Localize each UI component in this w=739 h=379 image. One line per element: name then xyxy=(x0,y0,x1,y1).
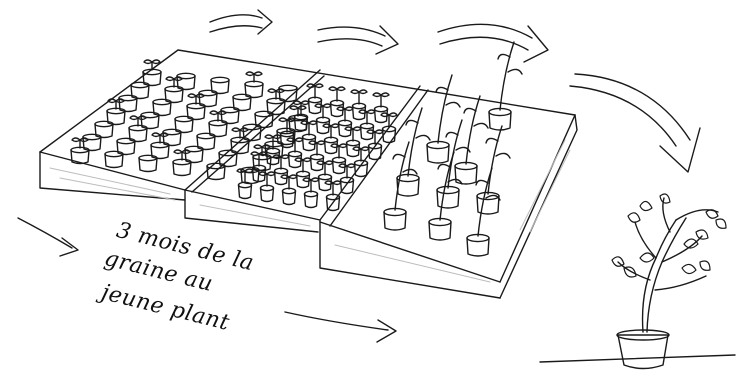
sprout-pot xyxy=(351,90,367,120)
seedling-pot xyxy=(129,116,147,142)
curved-arrow-icon xyxy=(318,26,398,54)
sprout-pot xyxy=(329,87,345,117)
young-plant-pot xyxy=(427,75,460,163)
seedling-pot xyxy=(267,89,285,115)
seedling-pot xyxy=(177,73,195,89)
young-plant-pot xyxy=(437,120,470,208)
seedling-pot xyxy=(279,85,297,101)
sprout-pot xyxy=(265,135,281,165)
seedling-pot xyxy=(245,72,263,98)
young-plant-pot xyxy=(397,108,430,196)
seedling-pot xyxy=(151,133,169,159)
sprout-pot xyxy=(301,121,317,151)
sprouting-tray xyxy=(237,84,397,211)
sprout-pot xyxy=(325,181,341,211)
sprout-pot xyxy=(359,110,375,140)
sprout-pot xyxy=(339,164,355,194)
seedling-pot xyxy=(71,138,89,164)
sprout-pot xyxy=(281,175,297,205)
sprout-pot xyxy=(373,93,389,123)
tree-leaves xyxy=(612,194,726,277)
sprout-pot xyxy=(237,169,253,199)
young-plant-pot xyxy=(384,142,417,230)
sprout-pot xyxy=(323,124,339,154)
sprout-pot xyxy=(307,84,323,114)
sprout-pot xyxy=(331,144,347,174)
seedling-pot xyxy=(107,99,125,125)
young-plant-pot xyxy=(477,126,510,214)
young-plant-pot xyxy=(455,96,488,184)
straight-arrow-icon xyxy=(18,218,78,256)
seedling-pot xyxy=(211,77,229,93)
sprout-pot xyxy=(337,107,353,137)
sprout-pot xyxy=(259,172,275,202)
young-plant-pot xyxy=(489,42,522,130)
young-plant-pot xyxy=(429,152,462,240)
sprout-pot xyxy=(287,138,303,168)
sprout-pot xyxy=(345,127,361,157)
bed-shading xyxy=(50,140,570,282)
young-plant-tray xyxy=(384,42,522,256)
seedling-pot xyxy=(209,111,227,137)
curved-arrow-icon xyxy=(210,10,272,34)
seedling-pot xyxy=(143,60,161,86)
sprout-pot xyxy=(317,161,333,191)
sprout-pot xyxy=(353,147,369,177)
sprout-pot xyxy=(315,104,331,134)
young-plant-pot xyxy=(467,168,500,256)
curved-arrow-icon xyxy=(438,24,548,62)
curved-arrow-icon xyxy=(570,74,700,172)
sprout-pot xyxy=(279,118,295,148)
sprout-pot xyxy=(303,178,319,208)
seedling-pot xyxy=(165,77,183,103)
seedling-pot xyxy=(187,94,205,120)
seedling-pot xyxy=(173,150,191,176)
sprout-pot xyxy=(309,141,325,171)
sprout-pot xyxy=(273,155,289,185)
potted-tree-icon xyxy=(540,198,735,369)
straight-arrow-icon xyxy=(285,312,396,342)
sprout-pot xyxy=(367,130,383,160)
sprout-pot xyxy=(295,158,311,188)
